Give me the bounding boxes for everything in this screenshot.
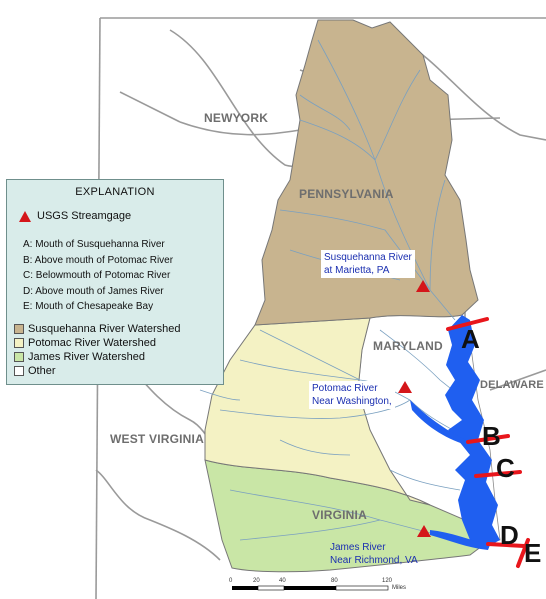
legend-panel: EXPLANATION USGS Streamgage A: Mouth of … xyxy=(6,179,224,385)
point-letter-e: E xyxy=(524,538,542,568)
legend-title: EXPLANATION xyxy=(75,186,155,198)
legend-watershed-list: Susquehanna River Watershed Potomac Rive… xyxy=(14,322,180,378)
streamgage-marker-james xyxy=(417,525,431,537)
gauge-label-potomac: Potomac River Near Washington, xyxy=(309,381,395,409)
state-label-virginia: VIRGINIA xyxy=(312,508,367,522)
potomac-estuary xyxy=(410,400,470,446)
legend-point-item: A: Mouth of Susquehanna River xyxy=(23,239,165,250)
legend-watershed-label: Susquehanna River Watershed xyxy=(28,323,181,335)
streamgage-marker-susquehanna xyxy=(416,280,430,292)
legend-watershed-item: Susquehanna River Watershed xyxy=(14,322,180,336)
gauge-label-line-2: Near Washington, xyxy=(312,396,392,407)
scale-tick-40: 40 xyxy=(279,578,286,584)
scale-unit: Miles xyxy=(392,585,407,591)
state-label-pennsylvania: PENNSYLVANIA xyxy=(299,187,394,201)
section-line-b xyxy=(466,434,510,444)
point-letter-b: B xyxy=(482,421,501,451)
legend-watershed-item: Other xyxy=(14,364,180,378)
legend-watershed-item: Potomac River Watershed xyxy=(14,336,180,350)
legend-point-item: E: Mouth of Chesapeake Bay xyxy=(23,301,154,312)
state-label-delaware: DELAWARE xyxy=(480,379,544,391)
scale-bar xyxy=(232,585,389,591)
state-label-new-york: NEWYORK xyxy=(204,111,269,125)
scale-tick-0: 0 xyxy=(229,578,233,584)
gauge-label-line-1: Susquehanna River xyxy=(324,252,412,263)
gauge-label-line-1: James River xyxy=(330,542,386,553)
swatch-icon xyxy=(14,338,24,348)
legend-points-list: A: Mouth of Susquehanna River B: Above m… xyxy=(23,237,173,315)
james-estuary xyxy=(430,530,490,550)
legend-watershed-label: Potomac River Watershed xyxy=(28,337,156,349)
section-line-a xyxy=(446,317,489,331)
point-letter-d: D xyxy=(500,520,519,550)
chesapeake-bay xyxy=(445,315,500,548)
gauge-label-susquehanna: Susquehanna River at Marietta, PA xyxy=(321,250,415,278)
streamgage-triangle-icon xyxy=(19,210,31,222)
legend-watershed-label: James River Watershed xyxy=(28,351,145,363)
streamgage-marker-potomac xyxy=(398,381,412,393)
legend-gauge-label: USGS Streamgage xyxy=(37,210,132,222)
legend-point-item: B: Above mouth of Potomac River xyxy=(23,254,174,266)
legend-watershed-item: James River Watershed xyxy=(14,350,180,364)
point-letter-c: C xyxy=(496,453,515,483)
state-label-maryland: MARYLAND xyxy=(373,339,443,353)
legend-watershed-label: Other xyxy=(28,365,56,377)
susquehanna-watershed xyxy=(254,19,479,326)
legend-point-item: D: Above mouth of James River xyxy=(23,285,164,297)
scale-tick-80: 80 xyxy=(331,578,338,584)
scale-tick-120: 120 xyxy=(382,578,393,584)
section-line-c xyxy=(474,470,522,478)
legend-gauge-row: USGS Streamgage xyxy=(19,210,131,222)
section-lines xyxy=(446,317,530,568)
scale-tick-20: 20 xyxy=(253,578,260,584)
swatch-icon xyxy=(14,324,24,334)
section-line-e xyxy=(516,538,530,568)
gauge-label-line-2: Near Richmond, VA xyxy=(330,555,418,566)
legend-point-item: C: Belowmouth of Potomac River xyxy=(23,270,171,281)
swatch-icon xyxy=(14,366,24,376)
section-line-d xyxy=(486,542,526,548)
gauge-label-line-2: at Marietta, PA xyxy=(324,265,390,276)
state-label-west-virginia: WEST VIRGINIA xyxy=(110,432,204,446)
point-letter-a: A xyxy=(461,324,480,354)
gauge-label-line-1: Potomac River xyxy=(312,383,378,394)
swatch-icon xyxy=(14,352,24,362)
gauge-label-james: James River Near Richmond, VA xyxy=(327,540,421,568)
